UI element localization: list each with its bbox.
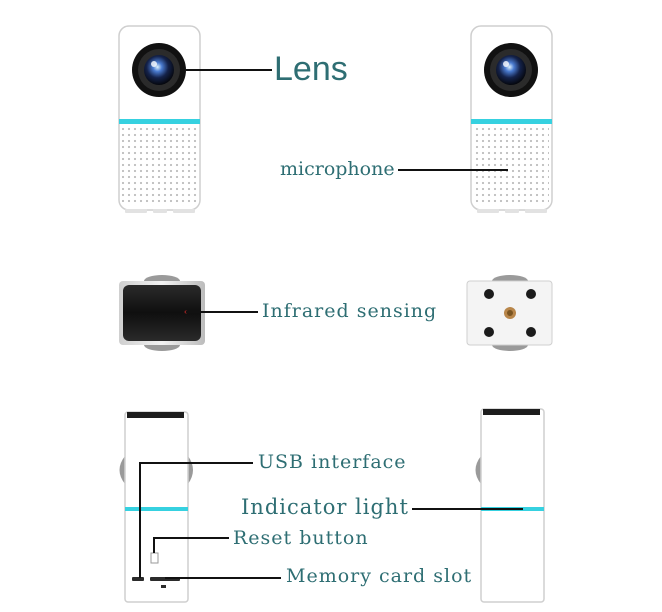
front-view-device	[118, 25, 201, 213]
microphone-label: microphone	[280, 158, 395, 180]
infrared-sensing-label: Infrared sensing	[262, 300, 438, 322]
front-view-device-right	[470, 25, 553, 213]
bottom-view-device	[466, 275, 553, 351]
usb-callout-line	[139, 462, 253, 578]
usb-interface-label: USB interface	[258, 451, 407, 473]
memory-card-slot-label: Memory card slot	[286, 565, 473, 587]
side-view-device	[119, 411, 193, 603]
reset-callout-line	[153, 537, 229, 553]
reset-button-label: Reset button	[233, 527, 369, 549]
lens-label: Lens	[274, 50, 348, 88]
side-view-device-right	[475, 408, 545, 603]
top-view-device	[119, 275, 205, 351]
indicator-light-label: Indicator light	[241, 495, 409, 519]
callout-lines	[139, 69, 523, 579]
